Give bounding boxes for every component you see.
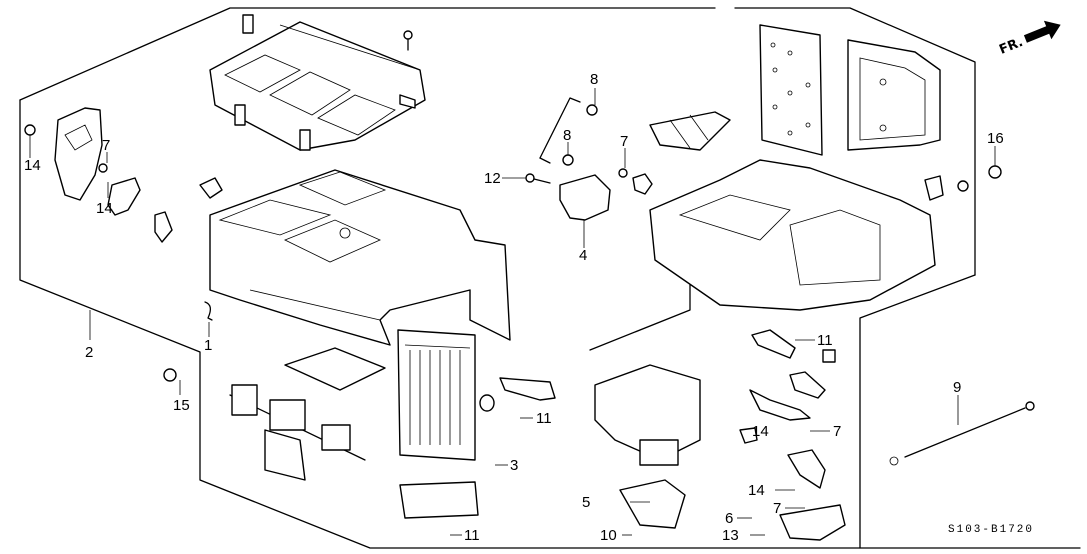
rod-holder-2	[562, 154, 574, 166]
nut-mid	[618, 168, 628, 178]
lower-duct	[594, 364, 701, 466]
mode-door-assembly	[229, 347, 386, 481]
callout-7: 7	[833, 423, 841, 440]
clip-part	[154, 211, 173, 243]
callout-8: 8	[590, 71, 598, 88]
bracket-lower	[787, 449, 826, 489]
callout-2: 2	[85, 344, 93, 361]
screw-12	[525, 173, 551, 184]
screw-top	[403, 30, 413, 51]
callout-14: 14	[752, 423, 769, 440]
callout-13: 13	[722, 527, 739, 544]
clip-14	[739, 427, 758, 444]
heater-case	[199, 169, 511, 346]
linkage-bracket-2	[107, 177, 141, 216]
callout-9: 9	[953, 379, 961, 396]
filter-panel-1	[759, 24, 823, 156]
link-plate	[749, 389, 811, 421]
callout-3: 3	[510, 457, 518, 474]
bracket-mid	[632, 173, 653, 195]
front-arrow-icon	[1023, 20, 1061, 43]
clip-1	[204, 301, 213, 321]
lever-arm-2	[789, 371, 826, 399]
filter-panel-2	[847, 39, 941, 151]
heater-core	[397, 329, 495, 461]
callout-16: 16	[987, 130, 1004, 147]
callout-7: 7	[102, 137, 110, 154]
cable	[889, 401, 1035, 466]
actuator-motor	[559, 174, 611, 221]
clip-square	[822, 349, 836, 363]
washer-right	[957, 180, 969, 192]
cover-part	[619, 479, 686, 529]
callout-14: 14	[24, 157, 41, 174]
lever-arm-1	[751, 329, 796, 359]
blower-case	[649, 159, 936, 311]
callout-11: 11	[464, 527, 480, 544]
front-direction-marker: FR.	[997, 20, 1061, 58]
assembly-boundary-left	[19, 7, 1081, 549]
callout-14: 14	[96, 200, 113, 217]
heater-core-cover	[399, 481, 479, 519]
callout-11: 11	[817, 332, 833, 349]
callout-12: 12	[484, 170, 501, 187]
small-bracket-right	[924, 175, 944, 201]
callout-5: 6	[725, 510, 733, 527]
nut-7a	[98, 163, 108, 173]
callouts: 14 7 14 2 1 15 8 8 7 12 4 16 3 11 11 10 …	[24, 71, 1004, 544]
callout-4: 4	[579, 247, 587, 264]
grommet-15	[163, 368, 177, 382]
leader-lines	[29, 88, 996, 536]
heater-core-bracket	[499, 377, 556, 401]
callout-11: 11	[536, 410, 552, 427]
callout-15: 15	[173, 397, 190, 414]
callout-6: 5	[582, 494, 590, 511]
recirc-door	[649, 111, 731, 151]
callout-7: 7	[620, 133, 628, 150]
front-label: FR.	[997, 35, 1025, 58]
diagram-code: S103-B1720	[948, 524, 1034, 536]
callout-14: 14	[748, 482, 765, 499]
callout-1: 1	[204, 337, 212, 354]
link-rod	[539, 97, 581, 164]
callout-7: 7	[773, 500, 781, 517]
actuator-lower	[779, 504, 846, 541]
upper-intake-housing	[209, 14, 426, 151]
grommet-14a	[24, 124, 36, 136]
callout-10: 10	[600, 527, 617, 544]
linkage-bracket-left	[54, 107, 103, 201]
rod-holder-1	[586, 104, 598, 116]
grommet-16	[988, 165, 1002, 179]
callout-8: 8	[563, 127, 571, 144]
